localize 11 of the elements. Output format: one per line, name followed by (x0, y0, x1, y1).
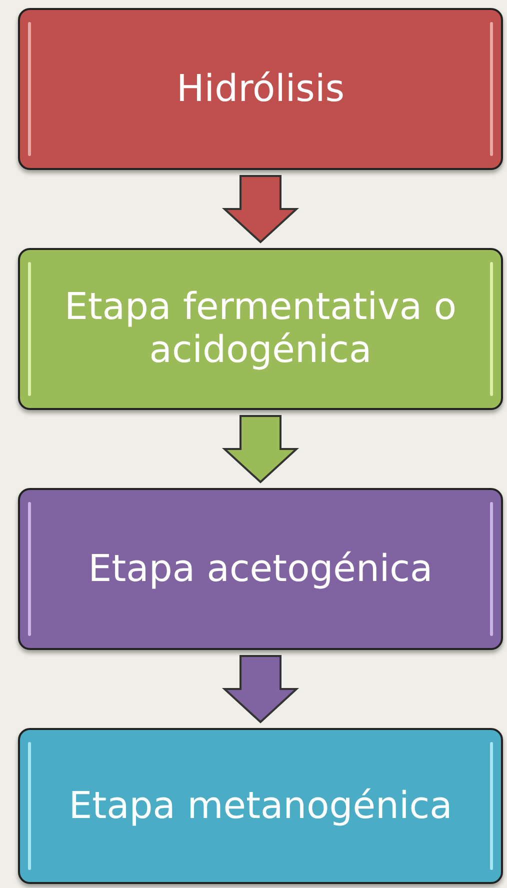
block-arrow (222, 175, 300, 244)
stage-label: Hidrólisis (176, 68, 345, 110)
process-box (18, 248, 503, 410)
process-box (18, 488, 503, 650)
stage-label: Etapa acetogénica (88, 548, 433, 590)
stage-label: Etapa fermentativa o acidogénica (63, 286, 458, 372)
process-box (18, 728, 503, 884)
stage-label: Etapa metanogénica (68, 784, 452, 828)
process-box (18, 8, 503, 170)
block-arrow (222, 655, 300, 724)
block-arrow (222, 415, 300, 484)
